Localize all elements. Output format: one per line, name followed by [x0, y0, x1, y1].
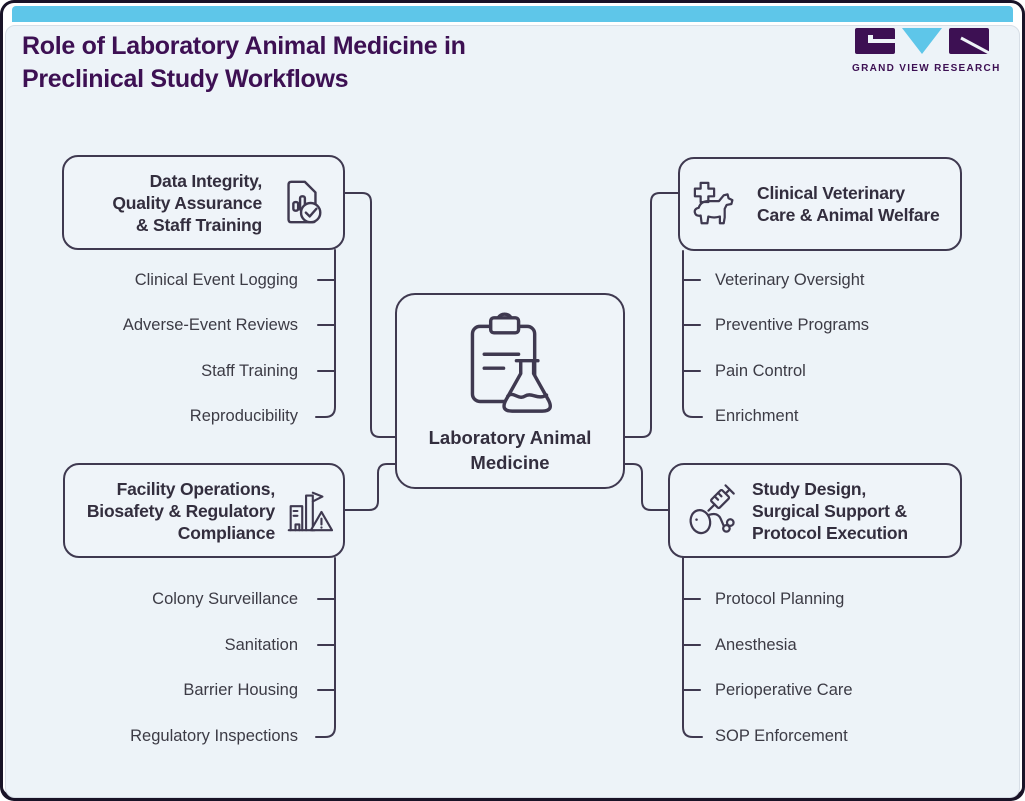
- branch-title-line: Quality Assurance: [112, 192, 262, 213]
- gvr-logo-icon: [855, 28, 990, 55]
- branch-title-line: Care & Animal Welfare: [757, 205, 940, 225]
- list-item-perioperative-care: Perioperative Care: [715, 681, 853, 699]
- central-label-line1: Laboratory Animal: [428, 427, 592, 448]
- list-item-reproducibility: Reproducibility: [189, 407, 298, 425]
- branch-title: Clinical Veterinary Care & Animal Welfar…: [757, 182, 940, 226]
- document-chart-check-icon: [287, 180, 322, 223]
- branch-title-line: Data Integrity,: [149, 170, 263, 191]
- brand-name: GRAND VIEW RESEARCH: [852, 63, 1001, 74]
- page-title-line1: Role of Laboratory Animal Medicine in: [22, 32, 466, 60]
- list-item-clinical-event-logging: Clinical Event Logging: [134, 271, 298, 289]
- syringe-animal-icon: [689, 483, 735, 534]
- list-item-adverse-event-reviews: Adverse-Event Reviews: [122, 316, 298, 334]
- central-label-line2: Medicine: [470, 452, 550, 473]
- facility-warning-icon: [287, 491, 333, 531]
- branch-title-line: Facility Operations,: [116, 478, 276, 499]
- central-node-label: Laboratory Animal Medicine: [429, 425, 592, 475]
- list-item-barrier-housing: Barrier Housing: [183, 681, 298, 699]
- list-item-protocol-planning: Protocol Planning: [715, 590, 845, 608]
- branch-title-line: Biosafety & Regulatory: [86, 500, 275, 521]
- list-item-preventive-programs: Preventive Programs: [715, 316, 870, 334]
- medical-cross-dog-icon: [693, 181, 734, 225]
- list-item-sop-enforcement: SOP Enforcement: [715, 727, 848, 745]
- central-node: Laboratory Animal Medicine: [395, 293, 625, 489]
- branch-title: Study Design, Surgical Support & Protoco…: [752, 478, 908, 544]
- branch-title-line: Study Design,: [752, 478, 867, 499]
- branch-title-line: Clinical Veterinary: [757, 183, 905, 203]
- branch-node-clinical-care: Clinical Veterinary Care & Animal Welfar…: [678, 157, 962, 251]
- branch-node-facility-operations: Facility Operations, Biosafety & Regulat…: [63, 463, 345, 558]
- branch-node-data-integrity: Data Integrity, Quality Assurance & Staf…: [62, 155, 345, 250]
- branch-title-line: Protocol Execution: [752, 522, 908, 543]
- list-item-enrichment: Enrichment: [715, 407, 799, 425]
- branch-title: Facility Operations, Biosafety & Regulat…: [87, 478, 275, 544]
- list-item-colony-surveillance: Colony Surveillance: [152, 590, 298, 608]
- branch-title-line: Surgical Support &: [752, 500, 907, 521]
- branch-title-line: & Staff Training: [135, 214, 262, 235]
- accent-top-bar: [12, 6, 1013, 22]
- clipboard-flask-icon: [470, 312, 552, 413]
- list-item-veterinary-oversight: Veterinary Oversight: [715, 271, 865, 289]
- page-title: Role of Laboratory Animal Medicine in Pr…: [22, 30, 466, 96]
- list-item-sanitation: Sanitation: [224, 636, 298, 654]
- branch-node-study-design: Study Design, Surgical Support & Protoco…: [668, 463, 962, 558]
- branch-title-line: Compliance: [177, 522, 275, 543]
- list-item-anesthesia: Anesthesia: [715, 636, 797, 654]
- list-item-staff-training: Staff Training: [201, 362, 298, 380]
- list-item-pain-control: Pain Control: [715, 362, 806, 380]
- brand-logo: GRAND VIEW RESEARCH: [852, 28, 1001, 74]
- page-title-line2: Preclinical Study Workflows: [22, 65, 349, 93]
- branch-title: Data Integrity, Quality Assurance & Staf…: [112, 170, 262, 236]
- list-item-regulatory-inspections: Regulatory Inspections: [130, 727, 298, 745]
